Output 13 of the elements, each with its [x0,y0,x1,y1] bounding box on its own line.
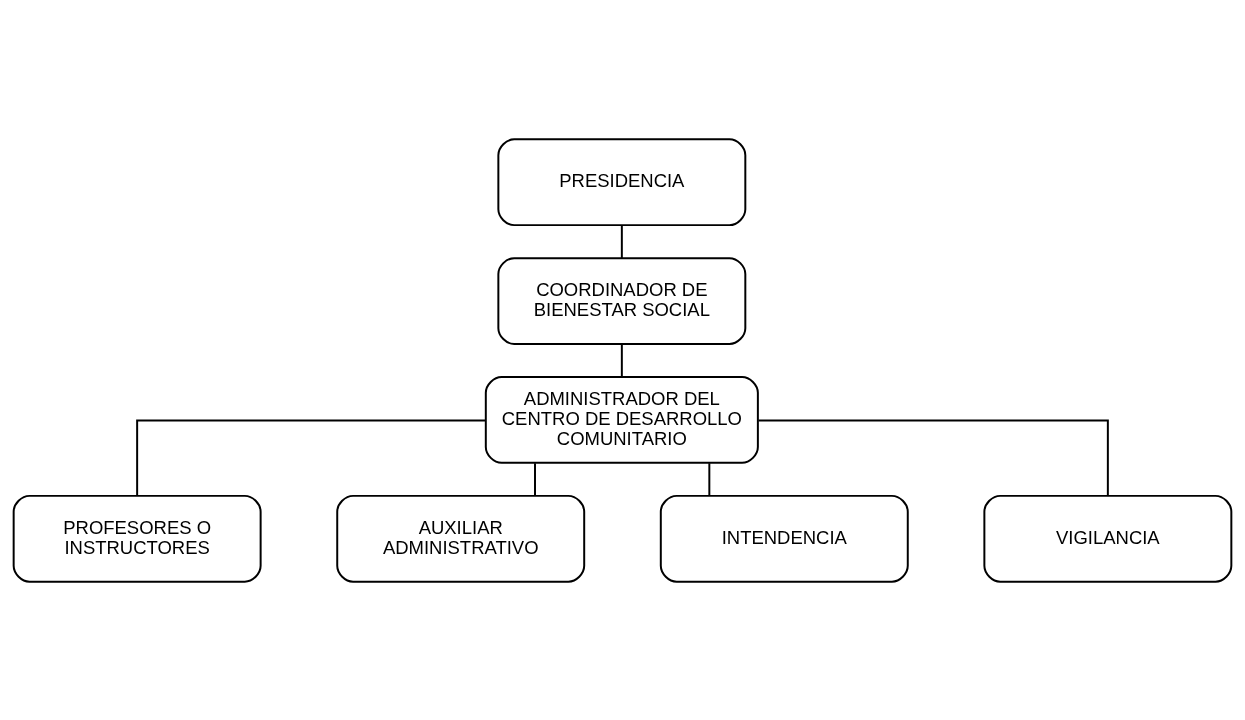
node-box: VIGILANCIA [983,494,1233,583]
connector [708,461,711,497]
node-box: AUXILIAR ADMINISTRATIVO [336,494,586,583]
connector [136,419,487,497]
connector [620,342,623,378]
connector [757,419,1109,497]
node-box: INTENDENCIA [659,494,909,583]
node-box: COORDINADOR DE BIENESTAR SOCIAL [497,256,747,345]
node-box: ADMINISTRADOR DEL CENTRO DE DESARROLLO COMUNITARIO [484,375,759,464]
node-box: PROFESORES O INSTRUCTORES [12,494,262,583]
connector [534,461,536,497]
connector [620,223,623,259]
node-box: PRESIDENCIA [497,137,747,226]
